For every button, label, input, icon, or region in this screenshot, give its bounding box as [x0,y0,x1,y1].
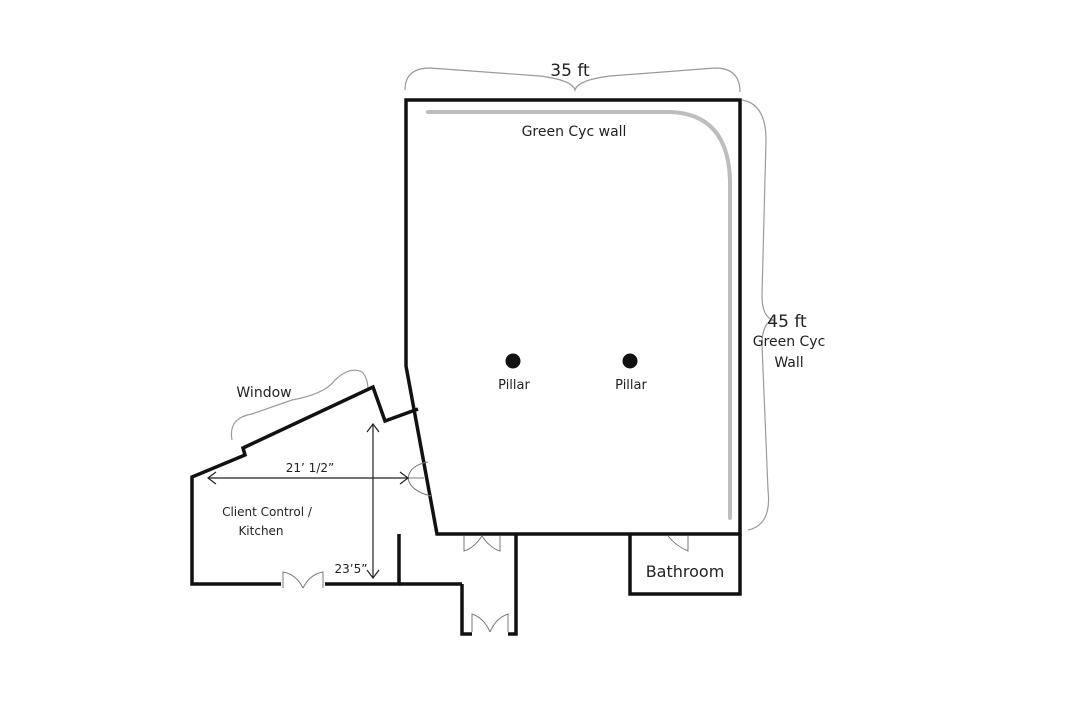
client-room-label-line1: Client Control / [222,505,313,519]
client-room-wall [190,384,419,586]
bathroom-door [667,535,689,552]
hallway-wall [460,534,518,636]
client-depth-arrow [366,423,380,579]
client-room-label-line2: Kitchen [238,524,283,538]
height-dimension-brace [741,99,775,531]
client-exterior-door [282,571,324,589]
client-width-label: 21’ 1/2” [286,461,334,475]
width-dimension-brace [404,67,741,93]
cyc-right-label-line2: Wall [774,355,803,371]
width-dimension-label: 35 ft [550,61,590,81]
pillar-left-label: Pillar [498,378,530,393]
client-width-arrow [207,471,409,485]
pillar-right-label: Pillar [615,378,647,393]
pillar-left [505,353,521,369]
window-dimension-brace [230,369,369,441]
green-cyc-wall [426,110,732,520]
entrance-door [471,613,509,633]
bathroom-label: Bathroom [646,562,725,581]
client-depth-label: 23’5” [335,562,368,576]
hallway-inner-door [463,535,501,552]
studio-wall [404,98,742,536]
cyc-top-label: Green Cyc wall [522,124,627,140]
pillar-right [622,353,638,369]
window-label: Window [236,385,291,401]
height-dimension-label: 45 ft [767,312,807,332]
cyc-right-label-line1: Green Cyc [753,334,826,350]
bathroom-wall [628,534,742,596]
